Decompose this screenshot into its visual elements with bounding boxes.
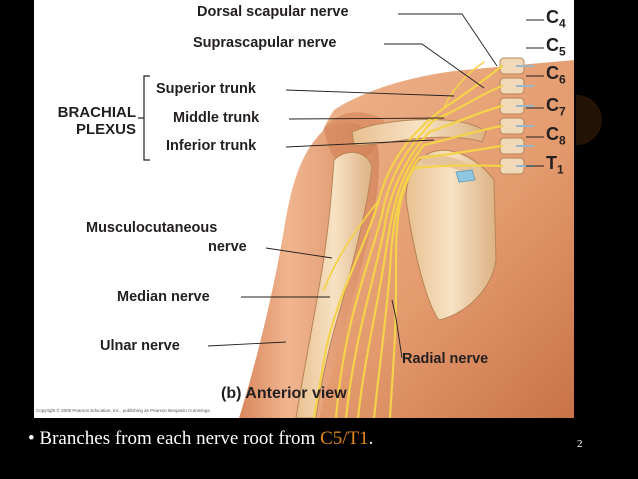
cervical-vertebrae [499, 57, 525, 175]
label-brachial-plexus: BRACHIAL PLEXUS [38, 104, 136, 138]
label-musculocutaneous-nerve: nerve [208, 239, 247, 255]
label-ulnar-nerve: Ulnar nerve [100, 338, 180, 354]
anatomy-illustration [138, 13, 574, 418]
bullet-end: . [368, 428, 374, 449]
label-brachial: BRACHIAL [57, 104, 136, 121]
label-median-nerve: Median nerve [117, 289, 210, 305]
copyright-notice: Copyright © 2009 Pearson Education, Inc.… [36, 408, 211, 413]
page-number: 2 [577, 438, 583, 450]
view-caption: (b) Anterior view [221, 385, 347, 402]
background-shape [576, 95, 602, 145]
bullet-highlight: C5/T1 [320, 428, 369, 449]
root-label-c8: C8 [546, 124, 566, 148]
label-superior-trunk: Superior trunk [156, 81, 256, 97]
label-dorsal-scapular-nerve: Dorsal scapular nerve [197, 4, 349, 20]
root-label-c4: C4 [546, 7, 566, 31]
label-musculocutaneous: Musculocutaneous [86, 220, 218, 236]
label-inferior-trunk: Inferior trunk [166, 138, 257, 154]
bullet-marker: • [28, 428, 35, 449]
root-label-c7: C7 [546, 95, 566, 119]
label-plexus: PLEXUS [75, 121, 136, 138]
label-suprascapular-nerve: Suprascapular nerve [193, 35, 337, 51]
scapula-bone [405, 149, 497, 321]
plexus-bracket [143, 75, 150, 161]
root-label-t1: T1 [546, 153, 564, 177]
leader-lines [207, 13, 544, 359]
label-radial-nerve: Radial nerve [402, 351, 489, 367]
label-middle-trunk: Middle trunk [173, 110, 260, 126]
brachial-plexus-figure: Dorsal scapular nerve Suprascapular nerv… [34, 0, 574, 418]
bullet-text: Branches from each nerve root from [39, 428, 321, 449]
rib-cartilage [455, 169, 476, 183]
root-label-c6: C6 [546, 63, 566, 87]
brachial-plexus-nerves [312, 61, 504, 418]
root-label-c5: C5 [546, 35, 566, 59]
slide-bullet-text: • Branches from each nerve root from C5/… [28, 428, 373, 450]
